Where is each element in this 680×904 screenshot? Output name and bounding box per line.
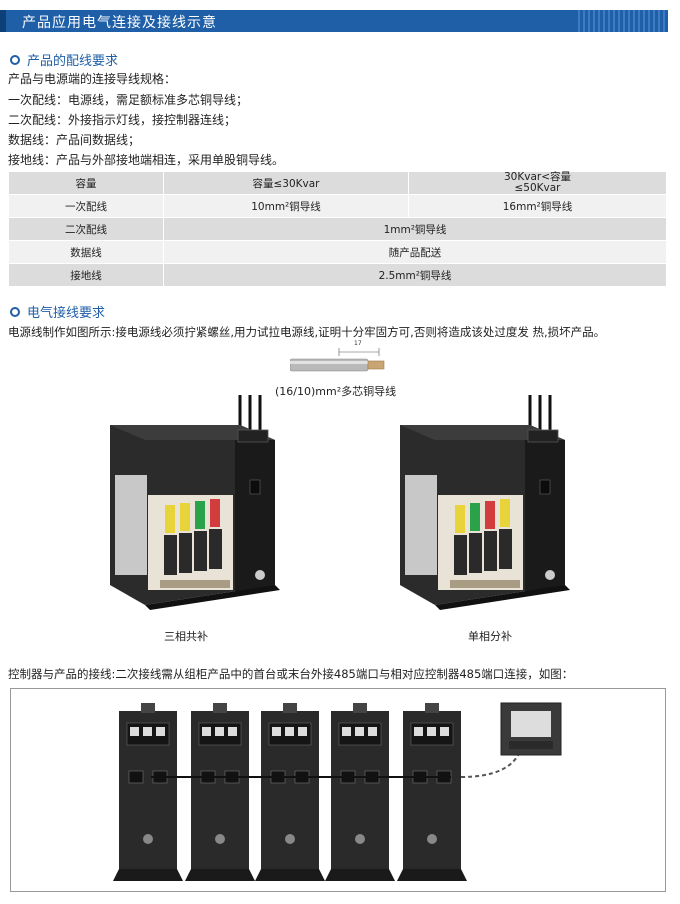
page-title: 产品应用电气连接及接线示意 (22, 15, 217, 31)
table-cell: 容量≤30Kvar (163, 171, 409, 195)
table-cell: 二次配线 (8, 217, 164, 241)
spec-primary: 一次配线：电源线，需足额标准多芯铜导线； (8, 93, 249, 107)
circle-bullet-icon (10, 54, 20, 65)
spec-intro: 产品与电源端的连接导线规格： (8, 72, 177, 86)
spec-table: 容量 容量≤30Kvar 30Kvar<容量 ≤50Kvar 一次配线 10mm… (8, 171, 667, 287)
table-row: 容量 容量≤30Kvar 30Kvar<容量 ≤50Kvar (8, 171, 667, 195)
table-cell: 数据线 (8, 240, 164, 264)
table-cell: 10mm²铜导线 (163, 194, 409, 218)
rs485-connection-diagram (112, 702, 562, 882)
table-cell: 1mm²铜导线 (163, 217, 667, 241)
capacitor-unit-single-phase (400, 395, 570, 610)
dimension-label: 17 (354, 340, 362, 347)
table-row: 数据线 随产品配送 (8, 240, 667, 264)
title-stripes (578, 10, 668, 32)
spec-secondary: 二次配线：外接指示灯线，接控制器连线； (8, 113, 237, 127)
caption-three-phase: 三相共补 (164, 630, 208, 643)
circle-bullet-icon (10, 306, 20, 317)
capacitor-unit-three-phase (110, 395, 280, 610)
title-accent (0, 10, 6, 32)
spec-ground: 接地线：产品与外部接地端相连，采用单股铜导线。 (8, 153, 285, 167)
section-heading-wiring: 产品的配线要求 (10, 50, 118, 69)
table-cell: 接地线 (8, 263, 164, 287)
spec-data: 数据线：产品间数据线； (8, 133, 141, 147)
section-heading-text: 电气接线要求 (27, 306, 106, 321)
section-heading-electrical: 电气接线要求 (10, 302, 105, 321)
table-cell: 30Kvar<容量 ≤50Kvar (408, 171, 667, 195)
table-row: 二次配线 1mm²铜导线 (8, 217, 667, 241)
caption-single-phase: 单相分补 (468, 630, 512, 643)
title-bar: 产品应用电气连接及接线示意 (0, 10, 668, 32)
table-cell: 随产品配送 (163, 240, 667, 264)
copper-cable-illustration (290, 358, 385, 372)
table-cell: 2.5mm²铜导线 (163, 263, 667, 287)
controller-connection-text: 控制器与产品的接线:二次接线需从组柜产品中的首台或末台外接485端口与相对应控制… (8, 667, 574, 681)
table-row: 一次配线 10mm²铜导线 16mm²铜导线 (8, 194, 667, 218)
table-cell: 容量 (8, 171, 164, 195)
wiring-description: 电源线制作如图所示:接电源线必须拧紧螺丝,用力试拉电源线,证明十分牢固方可,否则… (8, 325, 606, 339)
table-row: 接地线 2.5mm²铜导线 (8, 263, 667, 287)
dimension-marker (338, 348, 380, 356)
network-diagram-box (10, 688, 666, 892)
table-cell: 16mm²铜导线 (408, 194, 667, 218)
section-heading-text: 产品的配线要求 (27, 54, 119, 69)
cable-label: (16/10)mm²多芯铜导线 (275, 385, 397, 398)
table-cell: 一次配线 (8, 194, 164, 218)
